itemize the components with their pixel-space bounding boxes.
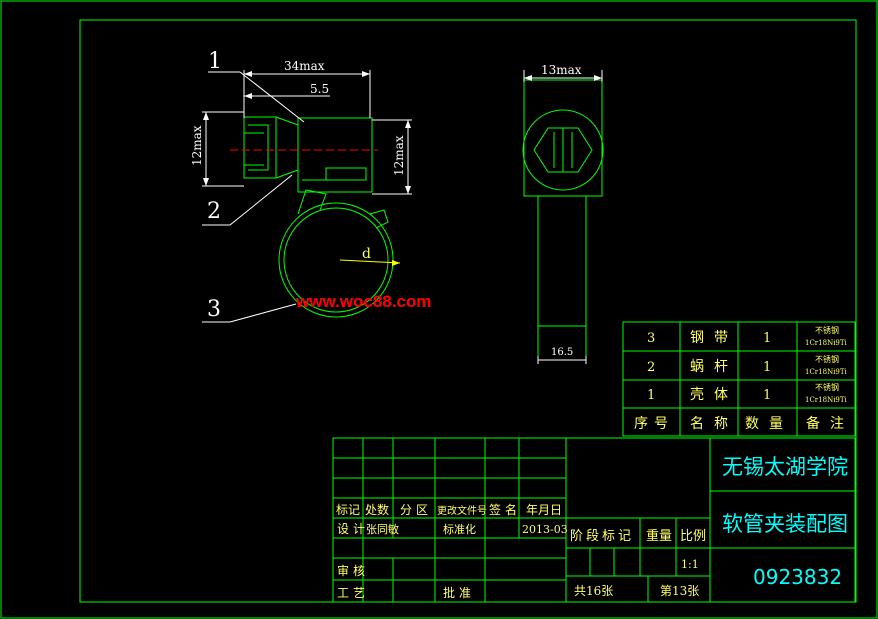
callout-1: 1: [208, 49, 222, 74]
tb-h-count: 处数: [365, 502, 389, 517]
tb-process-label: 工艺: [337, 586, 369, 600]
part-row-2-note2: 1Cr18Ni9Ti: [805, 368, 848, 376]
dim-band-width: 16.5: [551, 347, 573, 358]
tb-design-label: 设计: [337, 522, 369, 536]
parts-header-no: 序号: [634, 416, 674, 432]
tb-date: 2013-03: [522, 523, 568, 536]
part-row-2-name: 蜗杆: [690, 359, 738, 375]
dim-right-height: 12max: [392, 135, 406, 176]
tb-school: 无锡太湖学院: [722, 455, 848, 479]
part-row-1-no: 1: [647, 388, 655, 403]
parts-header-note: 备注: [806, 415, 854, 432]
part-row-1-qty: 1: [763, 388, 771, 403]
tb-sheets-total: 共16张: [574, 584, 613, 598]
tb-h-mark: 标记: [336, 503, 360, 517]
tb-review-label: 审核: [337, 563, 369, 578]
part-row-3-no: 3: [647, 331, 655, 346]
tb-scale: 1:1: [681, 558, 699, 571]
part-row-1-note1: 不锈钢: [815, 382, 839, 392]
tb-drawing-title: 软管夹装配图: [722, 512, 848, 536]
dim-side-width: 13max: [541, 63, 582, 77]
part-row-2-note1: 不锈钢: [815, 354, 839, 364]
tb-weight: 重量: [646, 528, 672, 544]
front-dimensions: [202, 70, 412, 323]
tb-drawing-no: 0923832: [753, 565, 842, 589]
tb-h-doc: 更改文件号: [437, 504, 487, 517]
tb-h-zone: 分区: [400, 503, 432, 517]
parts-list: [622, 321, 856, 437]
parts-header-name: 名称: [690, 416, 738, 432]
parts-header-qty: 数量: [745, 416, 793, 432]
tb-h-date: 年月日: [526, 503, 562, 517]
part-row-1-name: 壳体: [690, 386, 738, 403]
callout-3: 3: [207, 297, 221, 322]
part-row-3-note2: 1Cr18Ni9Ti: [805, 339, 848, 347]
title-block-grid: [332, 437, 856, 603]
part-row-3-note1: 不锈钢: [815, 325, 839, 335]
tb-sheet-no: 第13张: [660, 584, 699, 598]
dim-head-length: 5.5: [310, 82, 329, 96]
part-row-2-qty: 1: [763, 360, 771, 375]
tb-approve-label: 批准: [443, 585, 475, 600]
part-row-3-name: 钢带: [690, 330, 738, 346]
front-view: [230, 116, 401, 318]
dim-overall-length: 34max: [284, 59, 325, 73]
dim-diameter: d: [362, 246, 371, 262]
part-row-2-no: 2: [647, 360, 655, 375]
tb-stage-mark: 阶段标记: [570, 529, 634, 544]
callout-2: 2: [207, 199, 221, 224]
part-row-3-qty: 1: [763, 331, 771, 346]
tb-h-sign: 签名: [489, 502, 521, 517]
tb-standard: 标准化: [443, 522, 476, 536]
part-row-1-note2: 1Cr18Ni9Ti: [805, 396, 848, 404]
tb-designer: 张同敏: [366, 522, 399, 536]
watermark: www.woc88.com: [295, 292, 431, 311]
dim-left-height: 12max: [190, 125, 204, 166]
side-view: [522, 70, 604, 364]
tb-scale-label: 比例: [680, 529, 706, 544]
